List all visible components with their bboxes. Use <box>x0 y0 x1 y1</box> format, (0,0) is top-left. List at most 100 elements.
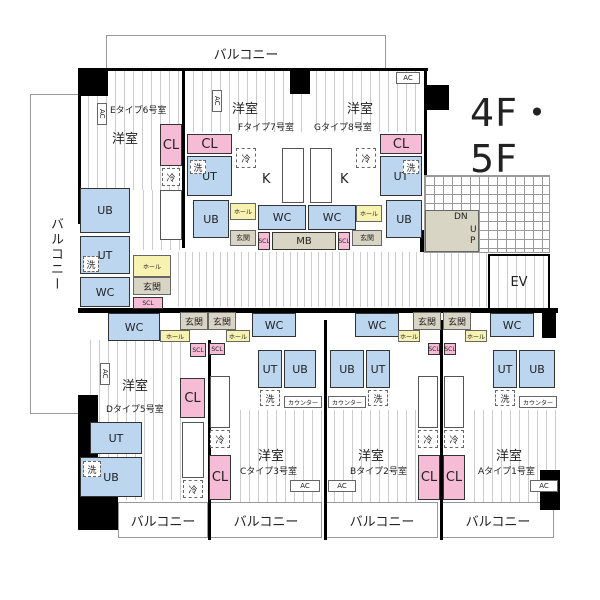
kitchen-counter-e <box>160 190 182 240</box>
stairs-up-label: UP <box>470 225 477 246</box>
wall <box>208 340 211 540</box>
unit-bath-g[interactable]: UB <box>386 200 422 238</box>
washer-b: 洗 <box>368 390 388 406</box>
wall <box>78 308 558 313</box>
room-label-d: 洋室 <box>122 379 149 394</box>
utility-d[interactable]: UT <box>90 422 142 454</box>
unit-type-f: Fタイプ7号室 <box>238 123 294 133</box>
washer-g: 洗 <box>403 160 419 174</box>
hall-c: ホール <box>226 330 250 342</box>
utility-a[interactable]: UT <box>493 350 517 388</box>
kitchen-label-g: K <box>340 172 349 187</box>
wall <box>78 68 428 71</box>
hall-d: ホール <box>160 330 190 342</box>
unit-type-b: Bタイプ2号室 <box>350 467 407 477</box>
fridge-d: 冷 <box>183 480 203 498</box>
closet-b[interactable]: CL <box>418 455 440 500</box>
toilet-e[interactable]: WC <box>80 277 130 307</box>
shoe-closet-c: SCL <box>209 343 225 355</box>
unit-bath-b[interactable]: UB <box>330 350 364 388</box>
entrance-g: 玄関 <box>352 230 382 246</box>
shoe-closet-a: SCL <box>444 343 456 355</box>
unit-bath-e[interactable]: UB <box>80 188 130 233</box>
entrance-c: 玄関 <box>208 312 236 330</box>
shoe-closet-b: SCL <box>428 343 440 355</box>
floor-title: 4F・5F <box>470 91 558 181</box>
room-label-g: 洋室 <box>347 102 374 117</box>
hall-b: ホール <box>398 330 420 342</box>
wall <box>290 68 310 94</box>
balcony-left: バルコニー <box>30 94 80 414</box>
unit-bath-a[interactable]: UB <box>519 350 555 388</box>
washer-f: 洗 <box>190 160 206 174</box>
room-label-a: 洋室 <box>496 449 523 464</box>
fridge-g: 冷 <box>356 148 376 168</box>
counter-c: カウンター <box>284 396 322 408</box>
hall-g: ホール <box>356 205 382 222</box>
entrance-a: 玄関 <box>443 312 471 330</box>
fridge-a: 冷 <box>444 430 464 448</box>
counter-a: カウンター <box>519 396 557 408</box>
shoe-closet-f: SCL <box>258 232 270 250</box>
ac-unit-f: AC <box>212 90 222 112</box>
toilet-f[interactable]: WC <box>258 205 306 230</box>
closet-a[interactable]: CL <box>443 455 465 500</box>
wall <box>440 320 443 540</box>
room-label-b: 洋室 <box>358 449 385 464</box>
fridge-e: 冷 <box>162 168 180 186</box>
fridge-b: 冷 <box>418 430 438 448</box>
closet-f[interactable]: CL <box>187 134 232 154</box>
counter-b: カウンター <box>328 396 366 408</box>
utility-b[interactable]: UT <box>366 350 390 388</box>
ac-unit-b: AC <box>328 480 356 492</box>
closet-g[interactable]: CL <box>380 134 422 154</box>
closet-d[interactable]: CL <box>180 378 205 418</box>
ac-unit-c: AC <box>290 480 320 492</box>
unit-type-c: Cタイプ3号室 <box>240 467 298 477</box>
kitchen-counter-d <box>182 422 204 478</box>
closet-c[interactable]: CL <box>209 455 231 500</box>
wall <box>78 68 108 96</box>
room-label-f: 洋室 <box>232 102 259 117</box>
unit-bath-f[interactable]: UB <box>193 200 229 238</box>
washer-a: 洗 <box>495 390 515 406</box>
balcony-top: バルコニー <box>106 35 386 70</box>
wall <box>542 308 556 338</box>
unit-type-d: Dタイプ5号室 <box>106 405 164 415</box>
corridor-floor <box>172 252 490 307</box>
balcony-c: バルコニー <box>210 502 322 538</box>
toilet-a[interactable]: WC <box>490 313 534 337</box>
entrance-f: 玄関 <box>230 230 256 246</box>
unit-type-a: Aタイプ1号室 <box>478 467 535 477</box>
shoe-closet-d: SCL <box>190 343 206 357</box>
kitchen-counter-f <box>282 148 304 203</box>
shoe-closet-e: SCL <box>133 297 163 309</box>
closet-e[interactable]: CL <box>160 124 182 166</box>
stairs-down-label: DN <box>454 212 468 222</box>
balcony-a: バルコニー <box>442 502 554 538</box>
kitchen-label-f: K <box>262 172 271 187</box>
wall <box>324 320 327 540</box>
washer-e: 洗 <box>83 256 99 272</box>
toilet-c[interactable]: WC <box>252 313 296 337</box>
kitchen-counter-a <box>444 376 464 428</box>
washer-c: 洗 <box>260 390 280 406</box>
fridge-c: 冷 <box>210 430 230 448</box>
room-label-c: 洋室 <box>258 449 285 464</box>
unit-bath-c[interactable]: UB <box>284 350 316 388</box>
room-label-e: 洋室 <box>112 132 139 147</box>
utility-c[interactable]: UT <box>258 350 282 388</box>
toilet-d[interactable]: WC <box>108 313 160 341</box>
unit-type-e: Eタイプ6号室 <box>110 106 167 116</box>
kitchen-counter-b <box>418 376 438 428</box>
toilet-b[interactable]: WC <box>355 313 399 337</box>
wall <box>424 85 449 110</box>
wall <box>78 94 81 224</box>
balcony-d: バルコニー <box>118 502 208 538</box>
entrance-e: 玄関 <box>133 277 171 295</box>
elevator[interactable]: EV <box>488 254 550 310</box>
room-f-floor <box>185 70 305 132</box>
ac-unit-e: AC <box>97 103 107 125</box>
hall-e: ホール <box>133 255 171 277</box>
toilet-g[interactable]: WC <box>308 205 356 230</box>
